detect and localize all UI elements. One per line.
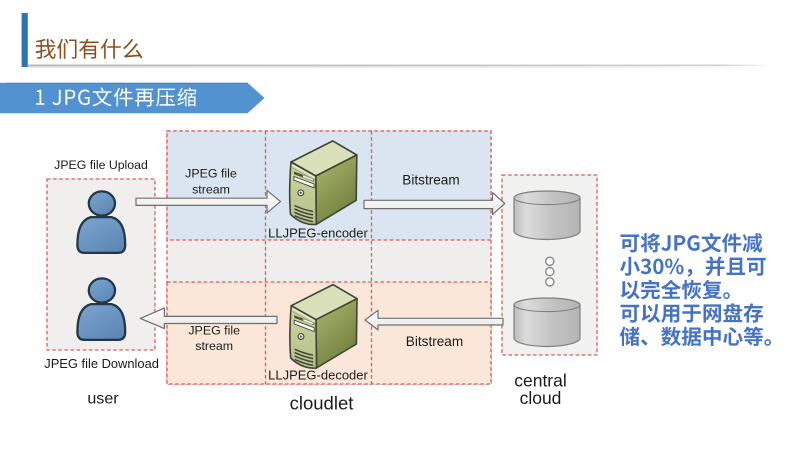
svg-text:stream: stream	[192, 183, 230, 197]
svg-text:LLJPEG-decoder: LLJPEG-decoder	[268, 367, 368, 382]
svg-text:cloudlet: cloudlet	[290, 392, 354, 413]
svg-text:cloud: cloud	[520, 388, 562, 408]
svg-text:stream: stream	[195, 339, 233, 353]
svg-text:central: central	[514, 371, 567, 391]
svg-text:JPEG file: JPEG file	[185, 166, 237, 180]
svg-text:JPEG file Download: JPEG file Download	[44, 356, 159, 371]
svg-text:Bitstream: Bitstream	[406, 334, 463, 349]
svg-text:JPEG file Upload: JPEG file Upload	[54, 158, 148, 172]
svg-text:user: user	[87, 390, 119, 408]
svg-text:JPEG file: JPEG file	[188, 323, 240, 337]
svg-text:LLJPEG-encoder: LLJPEG-encoder	[268, 225, 368, 240]
svg-text:Bitstream: Bitstream	[402, 172, 459, 187]
